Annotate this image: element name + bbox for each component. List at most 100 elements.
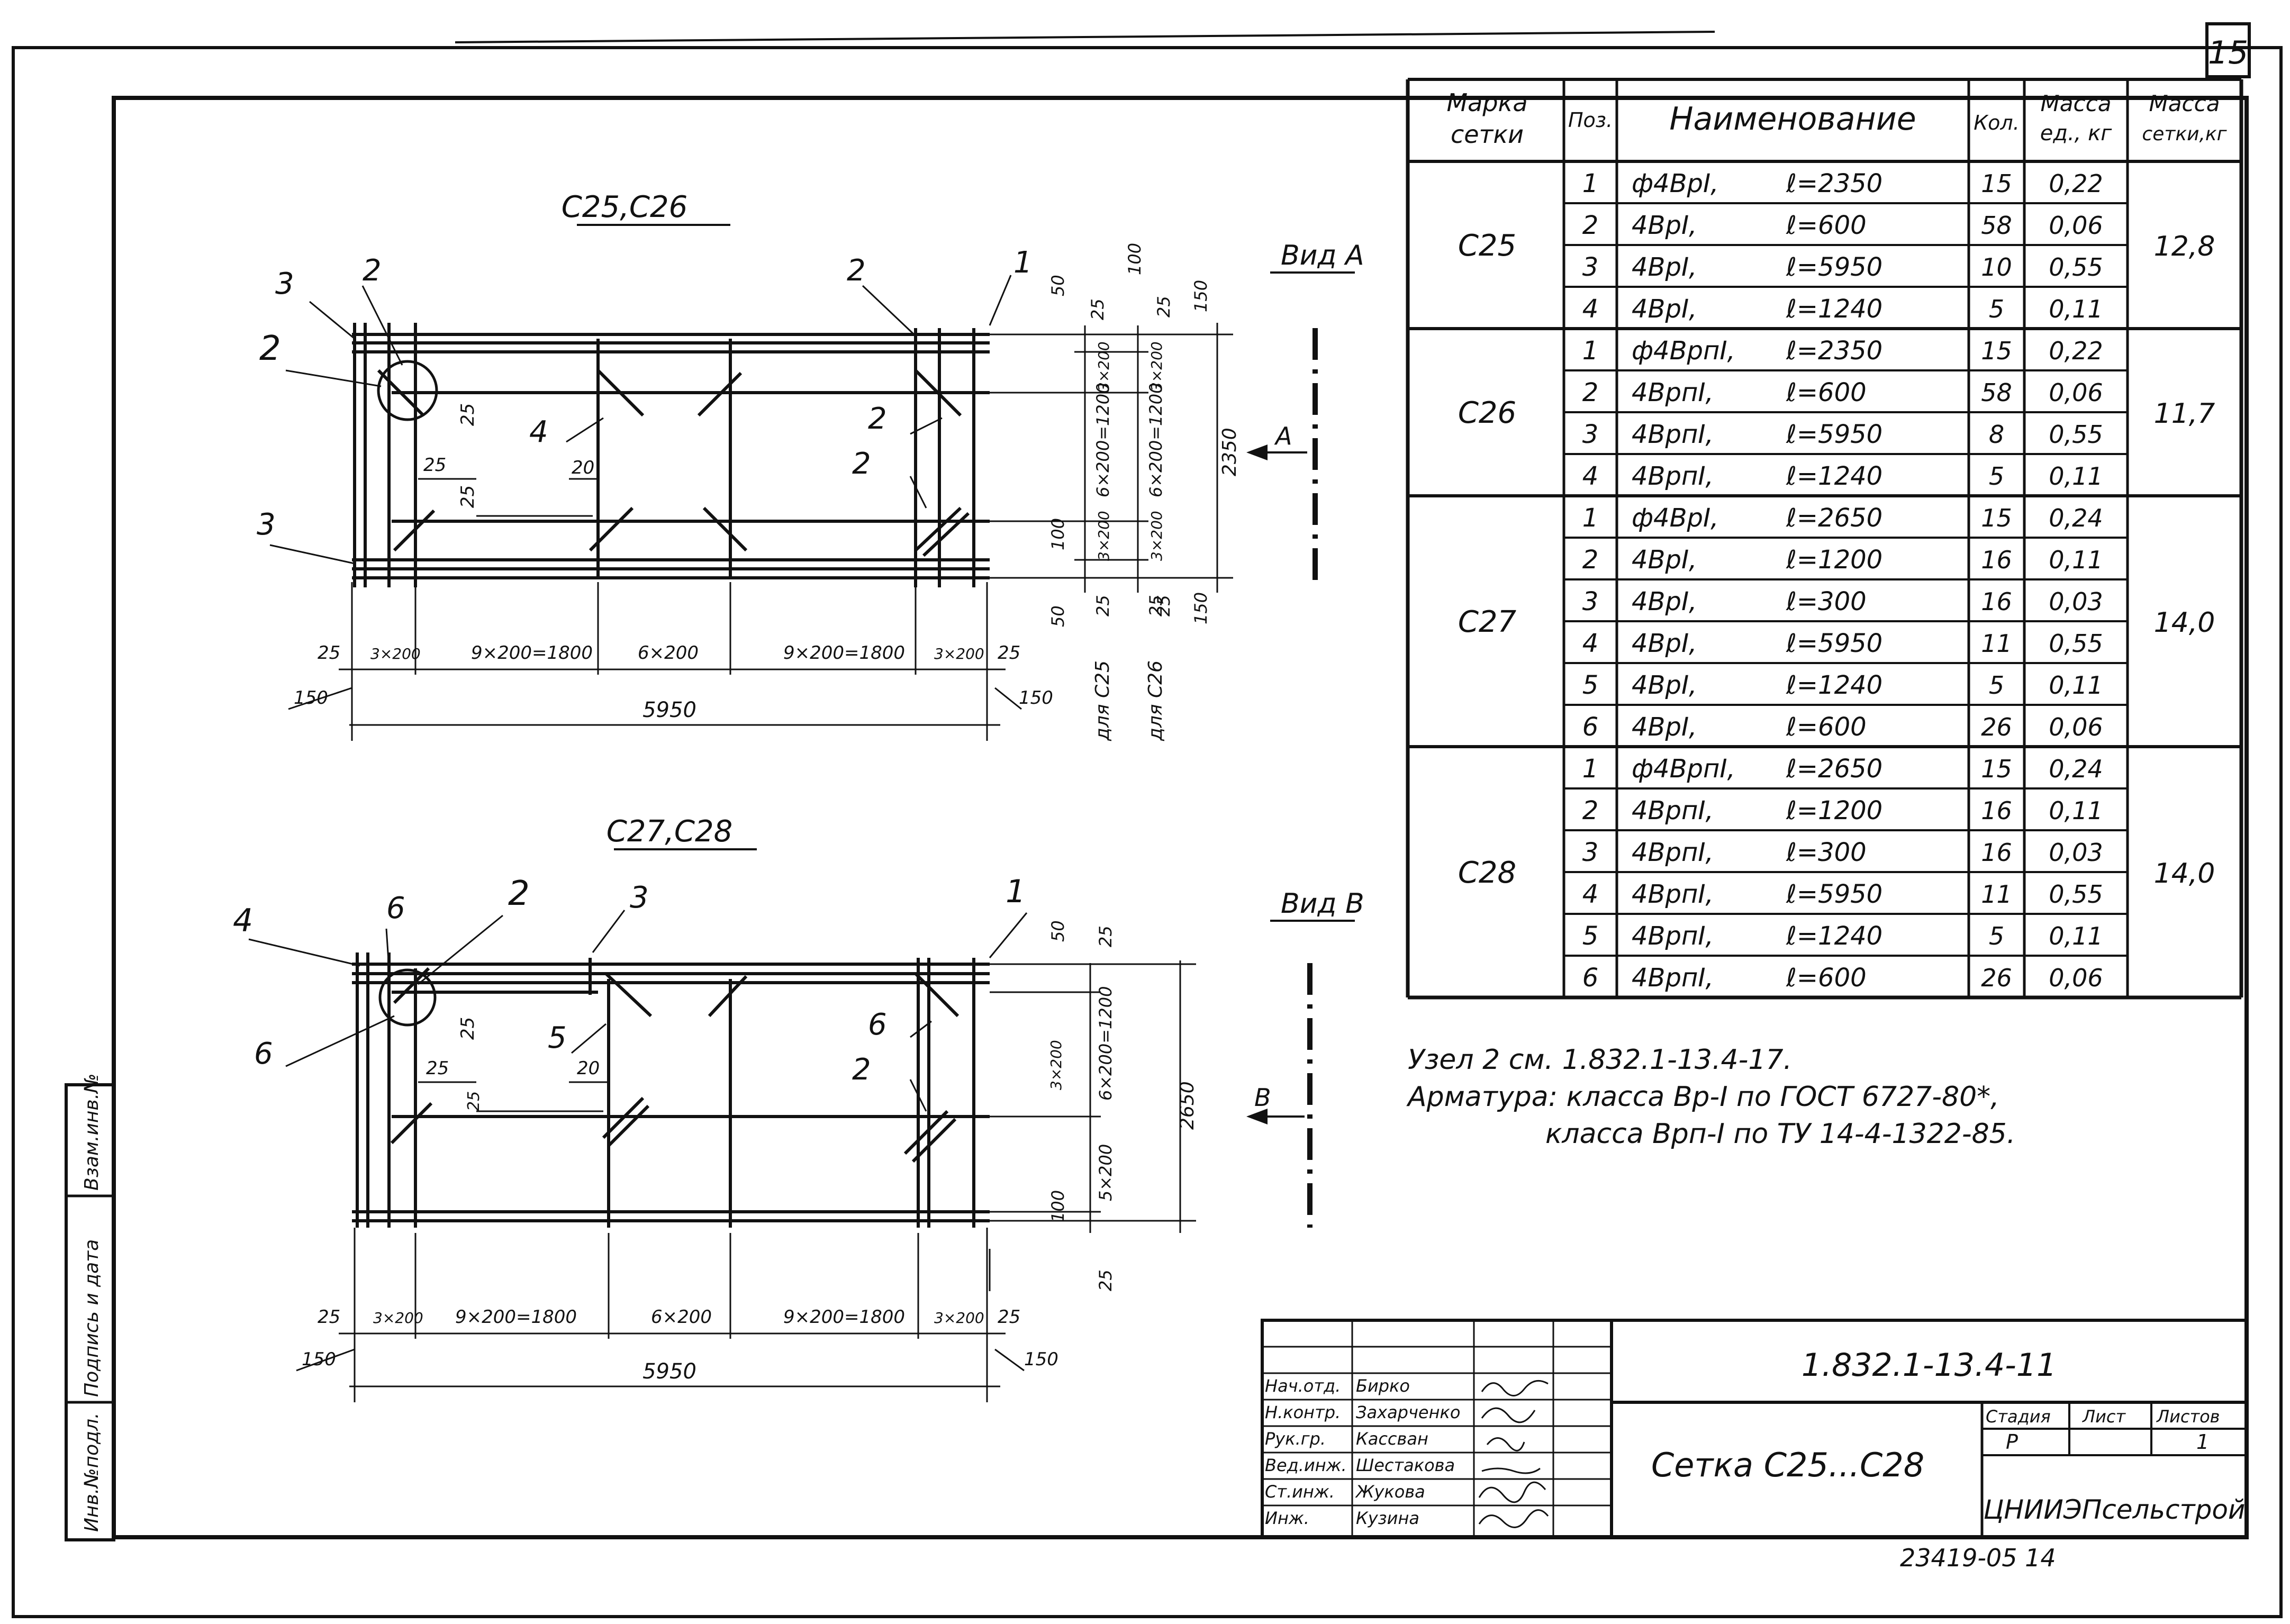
dim-label: 25 xyxy=(1154,296,1174,317)
table-cell-length: ℓ=5950 xyxy=(1786,879,1882,909)
dim-label: 6×200=1200 xyxy=(1093,383,1113,498)
table-cell-qty: 15 xyxy=(1981,337,2012,365)
sheets-label: Листов xyxy=(2156,1407,2220,1427)
dim-label: 5×200 xyxy=(1096,1144,1116,1201)
table-cell-name: ф4ВрI, xyxy=(1632,169,1718,198)
dim-label: 5950 xyxy=(642,1359,696,1384)
title-block-name: Кассван xyxy=(1356,1429,1428,1449)
table-cell-length: ℓ=600 xyxy=(1786,712,1867,742)
table-cell-name: 4ВрпI, xyxy=(1632,879,1714,909)
table-cell-name: 4ВрI, xyxy=(1632,545,1697,575)
callout: 2 xyxy=(363,253,382,288)
table-cell-pos: 6 xyxy=(1582,963,1599,993)
callout: 3 xyxy=(275,267,294,301)
title-block-name: Бирко xyxy=(1356,1376,1410,1396)
dim-label: 9×200=1800 xyxy=(471,642,593,664)
table-cell-name: 4ВрпI, xyxy=(1632,963,1714,993)
table-cell-name: 4ВрпI, xyxy=(1632,420,1714,449)
callout: 5 xyxy=(548,1021,567,1055)
dim-label: 25 xyxy=(423,455,446,476)
table-cell-name: 4ВрI, xyxy=(1632,587,1697,616)
dim-label: 25 xyxy=(1096,926,1116,947)
table-cell-length: ℓ=300 xyxy=(1786,838,1867,867)
table-cell-pos: 4 xyxy=(1582,461,1599,491)
table-cell-name: 4ВрпI, xyxy=(1632,921,1714,951)
title-block-role: Вед.инж. xyxy=(1265,1455,1347,1475)
for-c25-label: для С25 xyxy=(1092,660,1114,741)
table-header: Масса xyxy=(2149,90,2220,116)
callout: 1 xyxy=(1013,246,1033,280)
dim-label: 25 xyxy=(1093,595,1113,616)
table-cell-pos: 5 xyxy=(1582,921,1599,951)
bottom-drawing-title: С27,С28 xyxy=(607,814,733,849)
table-cell-length: ℓ=1200 xyxy=(1786,796,1882,825)
dim-label: 20 xyxy=(572,457,594,478)
table-cell-length: ℓ=1200 xyxy=(1786,545,1882,575)
document-title: Сетка С25...С28 xyxy=(1651,1446,1924,1484)
table-cell-pos: 2 xyxy=(1582,378,1599,407)
view-a-label: Вид А xyxy=(1281,240,1364,271)
table-mass: 11,7 xyxy=(2154,398,2215,430)
table-cell-unit-mass: 0,55 xyxy=(2049,629,2103,658)
title-block-role: Нач.отд. xyxy=(1265,1376,1341,1396)
table-cell-qty: 58 xyxy=(1981,211,2012,240)
title-block: Нач.отд. Бирко Н.контр. Захарченко Рук.г… xyxy=(1261,1319,2248,1539)
inner-frame xyxy=(112,96,2249,1539)
table-cell-name: 4ВрпI, xyxy=(1632,838,1714,867)
table-cell-qty: 10 xyxy=(1981,253,2012,282)
table-cell-length: ℓ=1240 xyxy=(1786,921,1882,951)
table-cell-length: ℓ=600 xyxy=(1786,211,1867,240)
dim-label: 25 xyxy=(426,1058,449,1079)
table-cell-unit-mass: 0,03 xyxy=(2049,587,2103,616)
table-cell-qty: 16 xyxy=(1981,587,2012,616)
dim-label: 25 xyxy=(457,485,478,508)
node-2-circle-bottom xyxy=(378,968,437,1027)
dim-label: 50 xyxy=(1048,920,1068,942)
table-header: Наименование xyxy=(1669,101,1916,138)
table-cell-name: 4ВрI, xyxy=(1632,294,1697,324)
title-block-name: Шестакова xyxy=(1356,1455,1455,1475)
table-header: ед., кг xyxy=(2040,121,2113,146)
sheet-number: 15 xyxy=(2208,34,2248,71)
dim-label: 3×200 xyxy=(1148,341,1165,392)
table-cell-name: ф4ВрпI, xyxy=(1632,336,1735,366)
dim-label: 6×200 xyxy=(651,1307,712,1328)
dim-label: 2650 xyxy=(1176,1081,1198,1130)
dim-label: 6×200=1200 xyxy=(1146,383,1166,498)
table-cell-length: ℓ=2650 xyxy=(1786,503,1882,533)
table-cell-qty: 26 xyxy=(1981,964,2012,992)
table-cell-unit-mass: 0,11 xyxy=(2049,671,2103,700)
node-2-circle xyxy=(377,360,438,421)
table-mass: 14,0 xyxy=(2154,607,2215,639)
callout: 2 xyxy=(847,253,866,288)
table-cell-qty: 5 xyxy=(1989,295,2004,323)
note-line: Узел 2 см. 1.832.1-13.4-17. xyxy=(1408,1044,1792,1076)
table-cell-name: 4ВрI, xyxy=(1632,211,1697,240)
table-header: сетки xyxy=(1451,120,1524,149)
dim-label: 150 xyxy=(1191,592,1211,624)
dim-label: 6×200=1200 xyxy=(1096,986,1116,1101)
callout: 4 xyxy=(529,415,548,449)
table-cell-qty: 16 xyxy=(1981,796,2012,825)
dim-label: 3×200 xyxy=(934,1309,984,1327)
for-c26-label: для С26 xyxy=(1145,660,1166,741)
callout: 3 xyxy=(630,881,649,915)
table-mark: С28 xyxy=(1458,856,1516,890)
table-cell-unit-mass: 0,24 xyxy=(2049,755,2103,783)
dim-label: 150 xyxy=(1024,1349,1058,1370)
dim-label: 25 xyxy=(998,1307,1020,1328)
note-line: Арматура: класса Вр-I по ГОСТ 6727-80*, xyxy=(1406,1081,1999,1113)
table-cell-name: 4ВрI, xyxy=(1632,712,1697,742)
table-cell-pos: 4 xyxy=(1582,879,1599,909)
table-cell-qty: 16 xyxy=(1981,838,2012,867)
title-block-role: Инж. xyxy=(1265,1508,1309,1528)
table-header: Марка xyxy=(1446,88,1527,117)
table-cell-qty: 26 xyxy=(1981,713,2012,741)
table-cell-pos: 1 xyxy=(1582,754,1599,784)
callout: 3 xyxy=(257,507,276,542)
dim-label: 2350 xyxy=(1219,428,1241,476)
table-mass: 12,8 xyxy=(2154,231,2215,262)
table-cell-pos: 2 xyxy=(1582,211,1599,240)
table-cell-unit-mass: 0,03 xyxy=(2049,838,2103,867)
